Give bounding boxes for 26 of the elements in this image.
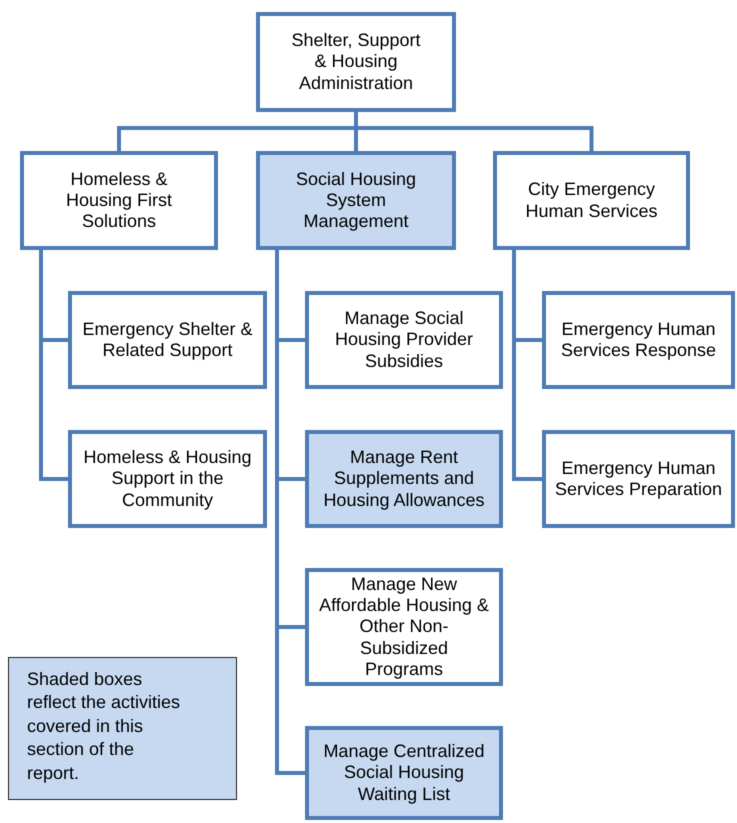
org-box <box>542 291 735 389</box>
box-label: Homeless & Housing Support in the Community <box>82 447 253 511</box>
org-box <box>68 430 267 528</box>
org-box <box>542 430 735 528</box>
box-label: Emergency Shelter & Related Support <box>81 318 254 362</box>
note-box <box>8 657 237 800</box>
shaded-org-box <box>256 151 456 250</box>
box-label: Manage New Affordable Housing & Other Non-Subsidized Programs <box>319 574 489 680</box>
org-box <box>68 291 267 389</box>
org-box <box>493 151 690 250</box>
box-label: City Emergency Human Services <box>524 179 659 222</box>
box-label: Manage Centralized Social Housing Waiting List <box>322 741 486 805</box>
org-box <box>305 568 503 686</box>
org-box <box>305 291 503 389</box>
shaded-org-box <box>305 726 503 820</box>
box-label: Social Housing System Management <box>294 168 418 232</box>
org-box <box>20 151 218 250</box>
note-text: Shaded boxes reflect the activities covered in this section of the report. <box>27 668 182 785</box>
box-label: Homeless & Housing First Solutions <box>64 168 174 232</box>
org-box <box>256 12 456 112</box>
box-label: Shelter, Support & Housing Administration <box>290 30 422 94</box>
box-label: Manage Rent Supplements and Housing Allowances <box>322 447 486 511</box>
shaded-org-box <box>305 430 503 528</box>
box-label: Emergency Human Services Preparation <box>554 458 724 500</box>
box-label: Manage Social Housing Provider Subsidies <box>334 308 474 372</box>
box-label: Emergency Human Services Response <box>560 318 718 362</box>
